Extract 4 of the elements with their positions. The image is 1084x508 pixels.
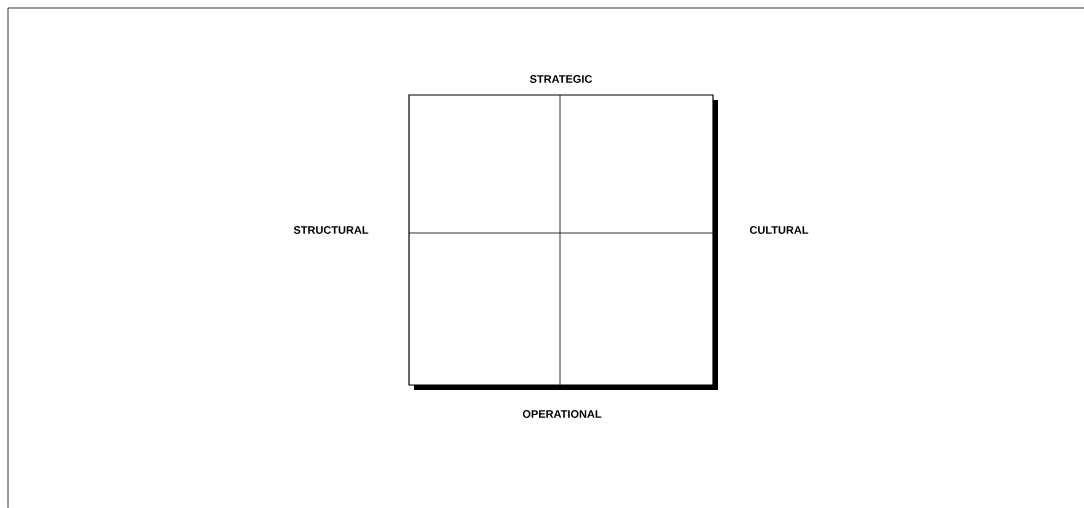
axis-label: STRUCTURAL [293,226,369,234]
axis-label: OPERATIONAL [522,410,602,418]
axis-label: STRATEGIC [529,75,593,83]
axis-label: CULTURAL [749,226,809,234]
